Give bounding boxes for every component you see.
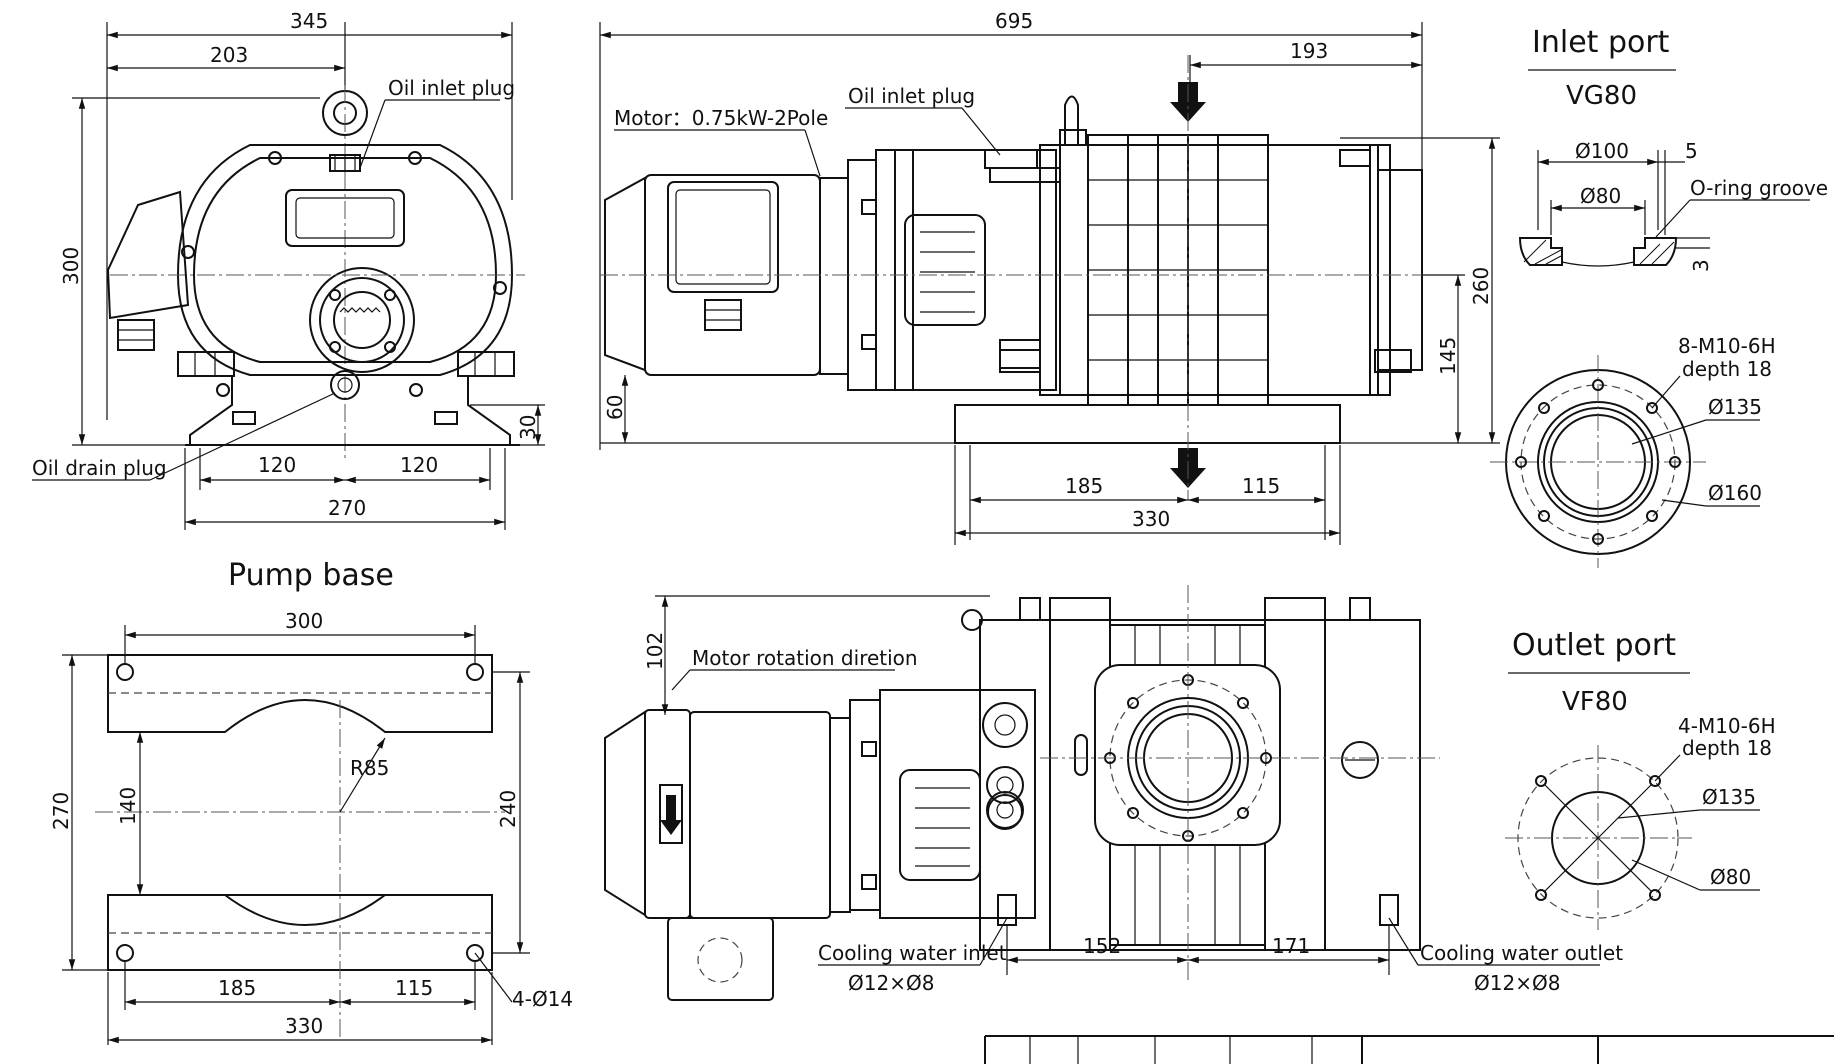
- base-left-dim: 185: [218, 976, 256, 1000]
- top-view: 102 Motor rotation diretion: [604, 585, 1623, 1001]
- side-view: 695 193: [599, 9, 1500, 545]
- cooling-water-outlet-size: Ø12×Ø8: [1474, 971, 1560, 995]
- label-motor-rotation: Motor rotation diretion: [692, 646, 918, 670]
- label-cooling-water-inlet: Cooling water inlet: [818, 941, 1007, 965]
- inlet-thread-spec: 8-M10-6H: [1678, 334, 1776, 358]
- top-right-dim: 171: [1272, 934, 1310, 958]
- base-total-depth-dim: 270: [49, 792, 73, 830]
- inlet-flange-dim: Ø160: [1708, 481, 1762, 505]
- dim-offset: 203: [210, 43, 248, 67]
- label-motor: Motor：0.75kW-2Pole: [614, 106, 828, 130]
- inlet-groove-width-dim: 5: [1685, 139, 1698, 163]
- pump-base-title: Pump base: [228, 558, 394, 593]
- base-radius-dim: R85: [350, 756, 389, 780]
- dim-overall-width: 345: [290, 9, 328, 33]
- outlet-bore-dim: Ø80: [1710, 865, 1751, 889]
- cooling-water-inlet-size: Ø12×Ø8: [848, 971, 934, 995]
- base-total-length-dim: 330: [285, 1014, 323, 1038]
- dim-side-base-left: 185: [1065, 474, 1103, 498]
- inlet-groove-outer-dim: Ø100: [1575, 139, 1629, 163]
- outlet-port-standard: VF80: [1562, 687, 1628, 717]
- dim-base-height: 30: [516, 415, 540, 440]
- pump-base-detail: Pump base 300 R85 270 140 240: [49, 558, 573, 1045]
- dim-height: 300: [59, 247, 83, 285]
- title-block: [984, 1035, 1834, 1064]
- inlet-bolt-holes: [1515, 379, 1681, 545]
- label-cooling-water-outlet: Cooling water outlet: [1420, 941, 1623, 965]
- base-inner-dim: 140: [116, 787, 140, 825]
- dim-length: 695: [995, 9, 1033, 33]
- dim-side-height: 260: [1469, 267, 1493, 305]
- dim-half-left: 120: [258, 453, 296, 477]
- label-side-oil-inlet-plug: Oil inlet plug: [848, 84, 975, 108]
- inlet-port-standard: VG80: [1566, 81, 1637, 111]
- outlet-thread-spec: 4-M10-6H: [1678, 714, 1776, 738]
- inlet-port-detail: Inlet port VG80 Ø100 5 Ø80 O-ring groove…: [1490, 25, 1828, 568]
- base-hole-span-dim: 300: [285, 609, 323, 633]
- inlet-groove-depth-dim: 3: [1689, 259, 1713, 272]
- dim-motor-base: 60: [603, 395, 627, 420]
- dim-half-right: 120: [400, 453, 438, 477]
- outlet-bolt-circle-dim: Ø135: [1702, 785, 1756, 809]
- inlet-thread-depth: depth 18: [1682, 357, 1772, 381]
- dim-axis-height: 145: [1436, 337, 1460, 375]
- outlet-port-title: Outlet port: [1512, 628, 1676, 663]
- outlet-thread-depth: depth 18: [1682, 736, 1772, 760]
- inlet-bore-dim: Ø80: [1580, 184, 1621, 208]
- outlet-bolt-holes: [1535, 775, 1661, 901]
- top-left-dim: 152: [1083, 934, 1121, 958]
- base-holes-spec: 4-Ø14: [512, 987, 573, 1011]
- dim-side-base-right: 115: [1242, 474, 1280, 498]
- base-hole-depth-dim: 240: [496, 790, 520, 828]
- label-o-ring-groove: O-ring groove: [1690, 176, 1828, 200]
- inlet-bolt-circle-dim: Ø135: [1708, 395, 1762, 419]
- top-motor-offset-dim: 102: [643, 632, 667, 670]
- label-oil-inlet-plug: Oil inlet plug: [388, 76, 515, 100]
- dim-port-offset: 193: [1290, 39, 1328, 63]
- outlet-port-detail: Outlet port VF80 4-M10-6H depth 18 Ø135 …: [1505, 628, 1776, 930]
- dim-base-width: 270: [328, 496, 366, 520]
- front-view: 345 203 300: [32, 9, 545, 530]
- dim-side-base-length: 330: [1132, 507, 1170, 531]
- base-right-dim: 115: [395, 976, 433, 1000]
- label-oil-drain-plug: Oil drain plug: [32, 456, 167, 480]
- inlet-port-title: Inlet port: [1532, 25, 1670, 60]
